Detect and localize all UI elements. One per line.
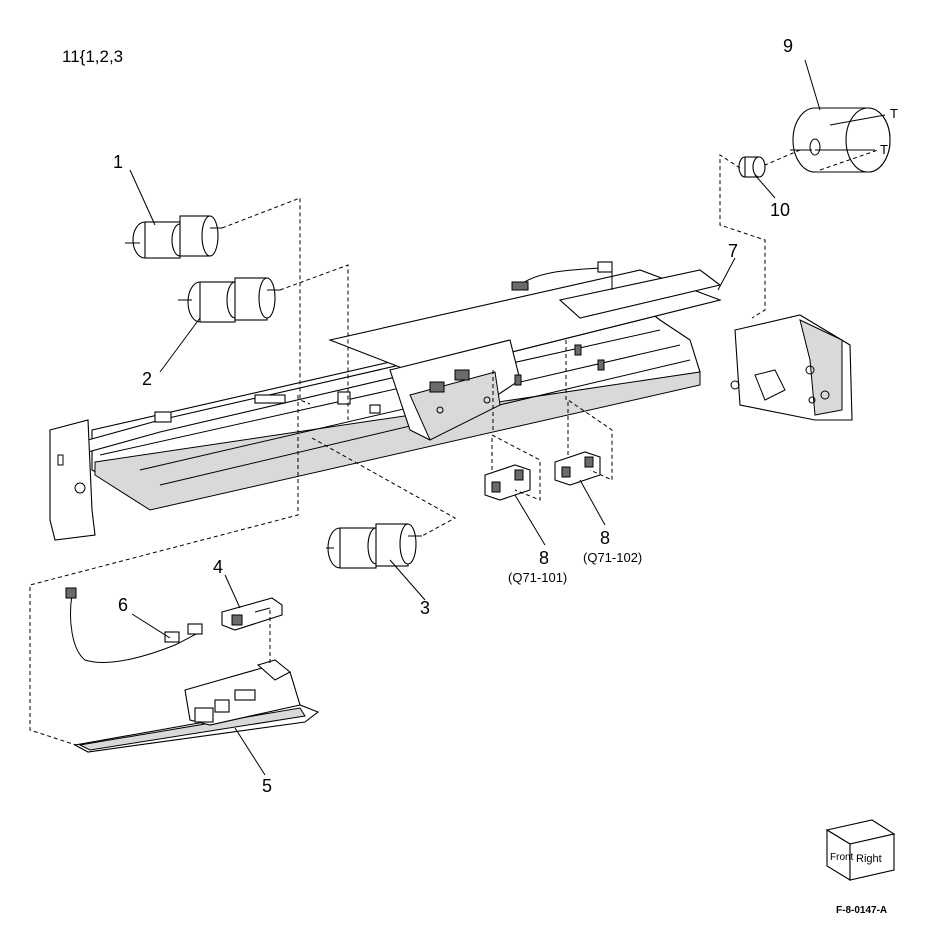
callout-8b: 8 bbox=[600, 528, 610, 548]
leader-lines bbox=[129, 59, 886, 776]
callout-1: 1 bbox=[113, 152, 123, 172]
connection-lines bbox=[29, 149, 879, 746]
callout-8a: 8 bbox=[539, 548, 549, 568]
chute-5 bbox=[73, 659, 320, 753]
figure-ref: F-8-0147-A bbox=[836, 905, 887, 916]
right-label: Right bbox=[856, 853, 882, 865]
callout-5: 5 bbox=[262, 776, 272, 796]
callout-3: 3 bbox=[420, 598, 430, 618]
orientation-cube: Front Right bbox=[825, 819, 896, 881]
callout-10: 10 bbox=[770, 200, 790, 220]
callout-8a-ref: (Q71-101) bbox=[508, 570, 567, 585]
callout-7: 7 bbox=[728, 241, 738, 261]
frame-assembly bbox=[49, 261, 853, 541]
harness-6 bbox=[65, 587, 203, 663]
gear-10 bbox=[738, 156, 766, 178]
roller-2 bbox=[178, 277, 280, 323]
callout-8b-ref: (Q71-102) bbox=[583, 550, 642, 565]
sensor-8-q71-101 bbox=[484, 464, 531, 501]
callout-4: 4 bbox=[213, 557, 223, 577]
callout-9: 9 bbox=[783, 36, 793, 56]
roller-1 bbox=[125, 215, 222, 259]
roller-3 bbox=[326, 523, 422, 569]
sensor-4 bbox=[221, 597, 283, 631]
thread-marker-t-1: T bbox=[890, 106, 898, 121]
front-label: Front bbox=[830, 852, 854, 863]
header-text: 11{1,2,3 bbox=[62, 47, 123, 66]
sensor-8-q71-102 bbox=[554, 451, 601, 486]
motor-9 bbox=[790, 107, 891, 173]
callout-6: 6 bbox=[118, 595, 128, 615]
thread-marker-t-2: T bbox=[880, 142, 888, 157]
callout-2: 2 bbox=[142, 369, 152, 389]
